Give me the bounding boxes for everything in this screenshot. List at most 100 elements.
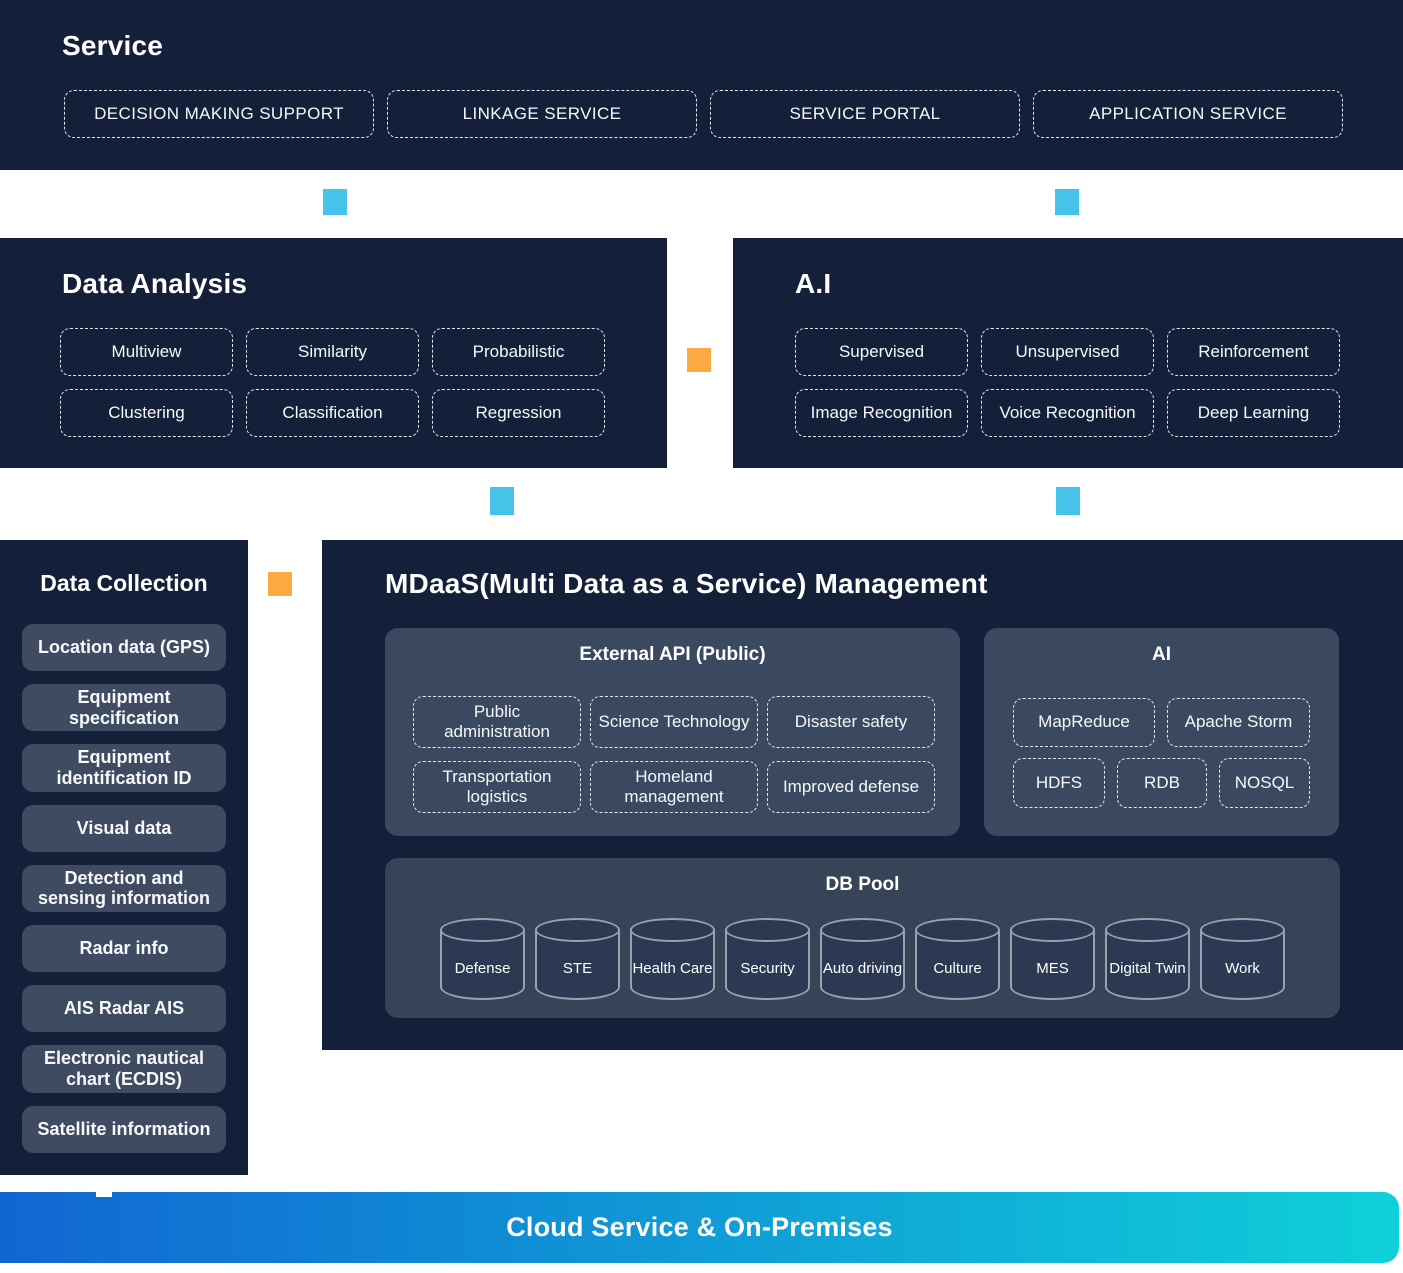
data-collection-item-satellite-information: Satellite information — [22, 1105, 226, 1153]
cylinder-top-ellipse — [440, 918, 525, 942]
node-label: Regression — [475, 402, 562, 422]
ai-node-reinforcement: Reinforcement — [1167, 328, 1340, 376]
data-analysis-node-multiview: Multiview — [60, 328, 233, 376]
data-analysis-node-similarity: Similarity — [246, 328, 419, 376]
external-api-node-improved-defense: Improved defense — [767, 761, 935, 813]
data-analysis-row-2: Clustering Classification Regression — [60, 389, 605, 437]
cylinder-label: STE — [562, 960, 593, 978]
cylinder-top-ellipse — [915, 918, 1000, 942]
pill-label: Radar info — [79, 938, 169, 959]
cylinder-label: Work — [1225, 960, 1260, 978]
node-label: Transportation logistics — [442, 766, 552, 806]
cylinder-label: Security — [740, 960, 795, 978]
node-label: Reinforcement — [1198, 341, 1309, 361]
data-analysis-node-classification: Classification — [246, 389, 419, 437]
node-label: Classification — [282, 402, 383, 422]
cylinder-label: MES — [1036, 960, 1069, 978]
node-label: MapReduce — [1038, 712, 1130, 732]
node-label: Voice Recognition — [999, 402, 1136, 422]
node-label: HDFS — [1035, 772, 1083, 792]
external-api-node-disaster-safety: Disaster safety — [767, 696, 935, 748]
bar-notch-decoration — [96, 1190, 112, 1197]
cloud-service-bar-label: Cloud Service & On-Premises — [506, 1212, 893, 1242]
pill-label: Electronic nautical chart (ECDIS) — [43, 1048, 205, 1089]
node-label: DECISION MAKING SUPPORT — [94, 103, 344, 123]
cloud-service-bar: Cloud Service & On-Premises — [0, 1192, 1399, 1263]
mdaas-ai-node-nosql: NOSQL — [1219, 758, 1310, 808]
node-label: RDB — [1144, 772, 1180, 792]
external-api-node-science-technology: Science Technology — [590, 696, 758, 748]
pill-label: Location data (GPS) — [37, 637, 210, 658]
data-collection-item-ais-radar-ais: AIS Radar AIS — [22, 985, 226, 1033]
node-label: Disaster safety — [794, 711, 908, 731]
external-api-node-homeland-management: Homeland management — [590, 761, 758, 813]
database-cylinder-work: Work — [1200, 918, 1285, 1000]
node-label: APPLICATION SERVICE — [1089, 103, 1287, 123]
node-label: Apache Storm — [1184, 712, 1293, 732]
database-cylinder-auto-driving: Auto driving — [820, 918, 905, 1000]
connector-service-to-ai — [1055, 189, 1079, 215]
node-label: SERVICE PORTAL — [789, 103, 941, 123]
service-panel: Service DECISION MAKING SUPPORT LINKAGE … — [0, 0, 1403, 170]
pill-label: Detection and sensing information — [37, 867, 210, 909]
mdaas-ai-node-mapreduce: MapReduce — [1013, 698, 1155, 747]
ai-panel-title: A.I — [795, 268, 832, 299]
mdaas-ai-subpanel: AI MapReduce Apache Storm HDFS RDB NOSQL — [984, 628, 1339, 836]
cylinder-top-ellipse — [630, 918, 715, 942]
pill-label: Equipment identification ID — [56, 747, 192, 789]
data-collection-item-radar-info: Radar info — [22, 925, 226, 973]
cylinder-label: Culture — [933, 960, 982, 978]
connector-ai-to-mdaas — [1056, 487, 1080, 515]
db-pool-cylinders: Defense STE Health Care Security Auto dr… — [385, 918, 1340, 1000]
data-collection-item-detection-sensing: Detection and sensing information — [22, 864, 226, 913]
ai-node-supervised: Supervised — [795, 328, 968, 376]
cylinder-top-ellipse — [535, 918, 620, 942]
data-analysis-panel: Data Analysis Multiview Similarity Proba… — [0, 238, 667, 468]
database-cylinder-defense: Defense — [440, 918, 525, 1000]
node-label: Unsupervised — [1015, 341, 1120, 361]
external-api-node-public-administration: Public administration — [413, 696, 581, 748]
node-label: Deep Learning — [1197, 402, 1310, 422]
data-collection-item-visual-data: Visual data — [22, 804, 226, 852]
ai-node-image-recognition: Image Recognition — [795, 389, 968, 437]
cylinder-top-ellipse — [1200, 918, 1285, 942]
ai-node-deep-learning: Deep Learning — [1167, 389, 1340, 437]
external-api-node-transportation-logistics: Transportation logistics — [413, 761, 581, 813]
database-cylinder-security: Security — [725, 918, 810, 1000]
db-pool-subpanel: DB Pool Defense STE Health Care Security… — [385, 858, 1340, 1018]
mdaas-ai-node-apache-storm: Apache Storm — [1167, 698, 1310, 747]
node-label: Clustering — [108, 402, 185, 422]
external-api-title: External API (Public) — [579, 644, 766, 665]
cylinder-top-ellipse — [1010, 918, 1095, 942]
data-collection-panel: Data Collection Location data (GPS) Equi… — [0, 540, 248, 1175]
connector-data-collection-to-mdaas — [268, 572, 292, 596]
service-items-row: DECISION MAKING SUPPORT LINKAGE SERVICE … — [64, 90, 1343, 138]
mdaas-ai-node-rdb: RDB — [1117, 758, 1207, 808]
mdaas-ai-row-2: HDFS RDB NOSQL — [1013, 758, 1310, 808]
node-label: Improved defense — [782, 776, 920, 796]
node-label: LINKAGE SERVICE — [462, 103, 622, 123]
service-node-application-service: APPLICATION SERVICE — [1033, 90, 1343, 138]
data-collection-list: Location data (GPS) Equipment specificat… — [22, 624, 226, 1153]
data-analysis-node-probabilistic: Probabilistic — [432, 328, 605, 376]
cylinder-label: Auto driving — [822, 960, 903, 978]
database-cylinder-digital-twin: Digital Twin — [1105, 918, 1190, 1000]
cylinder-label: Health Care — [632, 960, 713, 978]
data-analysis-node-clustering: Clustering — [60, 389, 233, 437]
node-label: Similarity — [298, 341, 367, 361]
node-label: Probabilistic — [472, 341, 565, 361]
node-label: NOSQL — [1234, 772, 1295, 792]
database-cylinder-mes: MES — [1010, 918, 1095, 1000]
service-node-service-portal: SERVICE PORTAL — [710, 90, 1020, 138]
data-collection-item-ecdis: Electronic nautical chart (ECDIS) — [22, 1045, 226, 1093]
ai-node-unsupervised: Unsupervised — [981, 328, 1154, 376]
data-analysis-node-regression: Regression — [432, 389, 605, 437]
node-label: Homeland management — [624, 766, 724, 806]
pill-label: Equipment specification — [68, 687, 180, 728]
mdaas-panel: MDaaS(Multi Data as a Service) Managemen… — [322, 540, 1403, 1050]
external-api-row-2: Transportation logistics Homeland manage… — [413, 761, 935, 813]
mdaas-ai-node-hdfs: HDFS — [1013, 758, 1105, 808]
cylinder-label: Digital Twin — [1109, 960, 1186, 978]
ai-row-1: Supervised Unsupervised Reinforcement — [795, 328, 1340, 376]
mdaas-ai-title: AI — [1152, 644, 1171, 665]
